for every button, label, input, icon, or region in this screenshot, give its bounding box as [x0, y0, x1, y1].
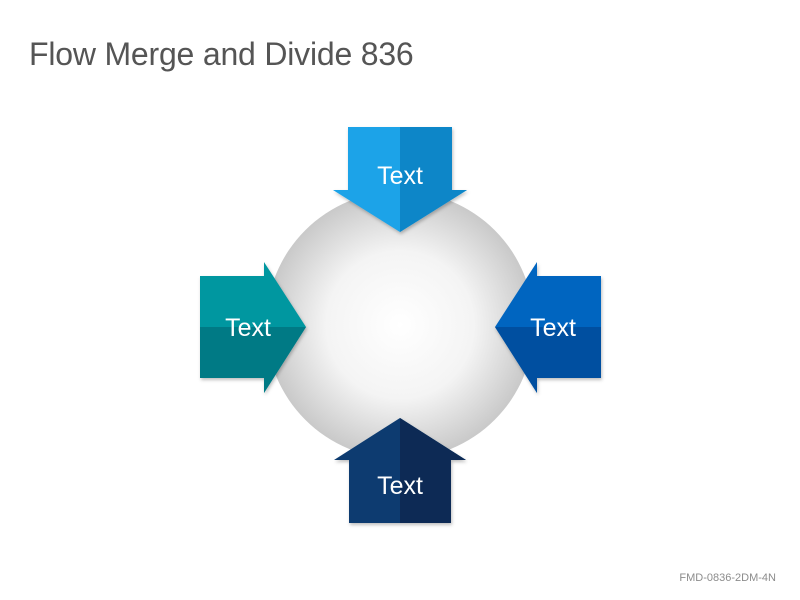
- hub-circle: [266, 191, 534, 459]
- arrow-top-shade: [400, 127, 467, 232]
- arrow-top[interactable]: Text: [333, 127, 467, 232]
- arrow-left[interactable]: Text: [200, 262, 306, 393]
- arrow-right-label: Text: [530, 314, 576, 342]
- arrow-left-shade: [200, 327, 306, 393]
- arrow-left-label: Text: [225, 314, 271, 342]
- arrow-top-label: Text: [377, 162, 423, 190]
- arrow-bottom-label: Text: [377, 472, 423, 500]
- arrow-bottom[interactable]: Text: [334, 418, 466, 523]
- arrow-right[interactable]: Text: [495, 262, 601, 393]
- arrow-right-shade: [495, 327, 601, 393]
- page-title: Flow Merge and Divide 836: [29, 36, 414, 72]
- footer-code: FMD-0836-2DM-4N: [679, 572, 776, 584]
- arrow-bottom-shade: [400, 418, 466, 523]
